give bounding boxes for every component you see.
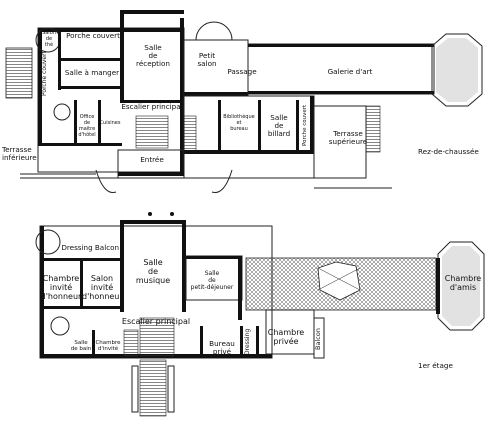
- label-porche-couvert-top: Porche couvert: [66, 31, 120, 40]
- label-dressing-right: Dressing: [244, 328, 251, 356]
- label-chambre-amis: Chambre d'amis: [444, 274, 482, 292]
- label-floor-rez-de-chaussee: Rez-de-chaussée: [418, 147, 479, 156]
- label-salon-the: Salon de thé: [42, 30, 56, 48]
- label-salle-bain: Salle de bain: [70, 340, 92, 352]
- label-salle-billard: Salle de billard: [267, 113, 291, 138]
- label-petit-salon: Petit salon: [197, 51, 217, 68]
- label-balcon-top: Balcon: [94, 243, 120, 252]
- label-entree: Entrée: [140, 155, 164, 164]
- label-escalier-principal-ground: Escalier principal: [121, 102, 183, 111]
- label-bureau-prive: Bureau privé: [209, 339, 235, 356]
- label-chambre-privee: Chambre privée: [267, 328, 305, 346]
- label-terrasse-superieure: Terrasse supérieure: [328, 129, 368, 146]
- label-cuisines: Cuisines: [99, 120, 121, 126]
- label-salle-musique: Salle de musique: [135, 258, 171, 285]
- label-bibliotheque: Bibliothèque et bureau: [223, 114, 255, 132]
- label-floor-1er-etage: 1er étage: [418, 361, 453, 370]
- label-salle-reception: Salle de réception: [136, 43, 170, 68]
- label-passage: Passage: [227, 67, 257, 76]
- label-galerie-art: Galerie d'art: [327, 67, 373, 76]
- label-salle-petit-dejeuner: Salle de petit-déjeuner: [190, 270, 234, 291]
- label-chambre-invite: Chambre d'invité: [95, 340, 121, 352]
- label-salon-invite-honneur: Salon invité d'honneur: [82, 274, 123, 301]
- label-salle-a-manger: Salle à manger: [64, 68, 120, 77]
- label-terrasse-inferieure: Terrasse inférieure: [2, 145, 37, 162]
- ground-floor-plan: [5, 10, 483, 194]
- label-office: Office de maitre d'hôtel: [78, 114, 96, 138]
- label-porche-couvert-left: Porche couvert: [41, 51, 48, 97]
- label-balcon-right: Balcon: [314, 328, 322, 350]
- label-dressing-left: Dressing: [61, 243, 93, 252]
- label-porche-couvert-right: Porche couvert: [302, 104, 308, 146]
- first-floor-plan: [35, 220, 485, 417]
- label-chambre-invite-honneur: Chambre invité d'honneur: [40, 274, 82, 301]
- label-escalier-principal-first: Escalier principal: [121, 317, 191, 326]
